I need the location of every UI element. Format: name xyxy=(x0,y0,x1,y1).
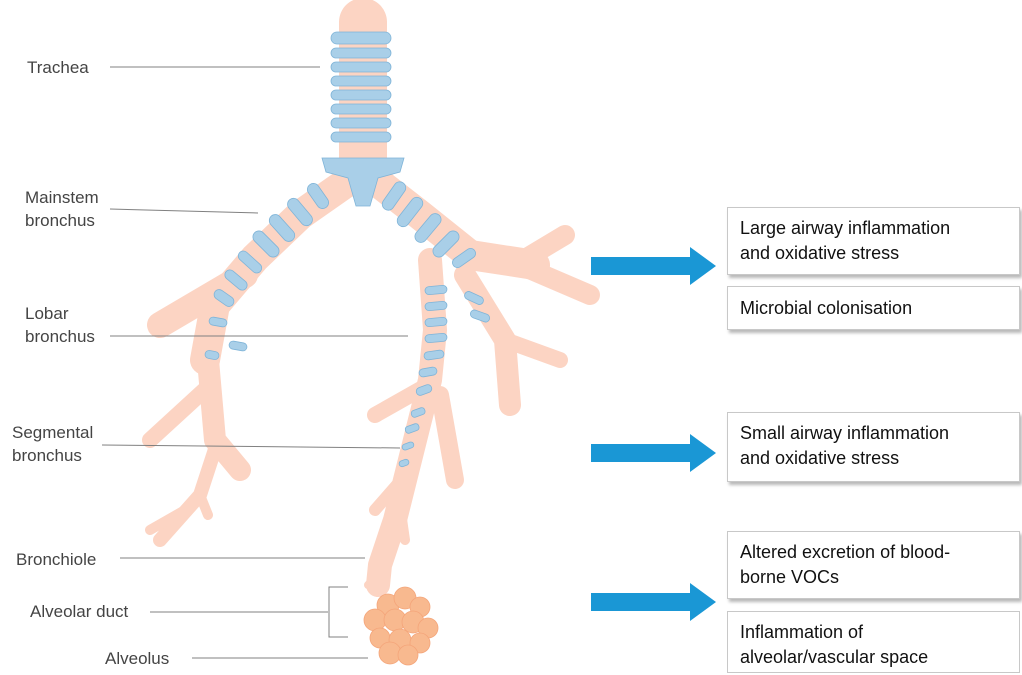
box-microbial-text: Microbial colonisation xyxy=(740,296,1007,321)
lobar-side-2 xyxy=(440,395,455,480)
cartilage-ring xyxy=(331,90,391,100)
label-alveolus: Alveolus xyxy=(105,647,169,670)
box-small-airway-line1: Small airway inflammation xyxy=(740,421,1007,446)
label-bronchiole: Bronchiole xyxy=(16,548,96,571)
right-arrow-icon xyxy=(591,434,716,472)
box-small-airway-inflammation: Small airway inflammation and oxidative … xyxy=(727,412,1020,482)
left-segment-b xyxy=(150,385,210,440)
bronchiole-side xyxy=(400,505,405,540)
left-mainstem xyxy=(205,180,350,360)
label-segmental-line1: Segmental xyxy=(12,421,93,444)
alveoli-cluster xyxy=(364,587,438,665)
box-small-airway-line2: and oxidative stress xyxy=(740,446,1007,471)
label-segmental-bronchus: Segmental bronchus xyxy=(12,421,93,467)
label-lobar-line1: Lobar xyxy=(25,302,95,325)
cartilage-ring xyxy=(228,340,247,351)
alveolus-sac xyxy=(398,645,418,665)
box-inflammation-line1: Inflammation of xyxy=(740,620,1007,645)
airway-tree xyxy=(150,17,590,585)
box-large-airway-inflammation: Large airway inflammation and oxidative … xyxy=(727,207,1020,275)
box-microbial-colonisation: Microbial colonisation xyxy=(727,286,1020,330)
alveolus-sac xyxy=(364,609,386,631)
right-arrow-icon xyxy=(591,583,716,621)
alveolus-sac xyxy=(379,642,401,664)
cartilage-ring xyxy=(331,48,391,58)
cartilage-ring xyxy=(425,317,448,327)
label-alveolar-duct: Alveolar duct xyxy=(30,600,128,623)
bracket-icon xyxy=(329,587,348,637)
label-segmental-line2: bronchus xyxy=(12,444,93,467)
right-arrow-icon xyxy=(591,247,716,285)
cartilage-ring xyxy=(331,32,391,44)
box-inflammation-line2: alveolar/vascular space xyxy=(740,645,1007,670)
label-mainstem-line1: Mainstem xyxy=(25,186,99,209)
cartilage-ring xyxy=(331,104,391,114)
box-altered-excretion: Altered excretion of blood- borne VOCs xyxy=(727,531,1020,599)
box-altered-line1: Altered excretion of blood- xyxy=(740,540,1007,565)
box-altered-line2: borne VOCs xyxy=(740,565,1007,590)
left-segment-d xyxy=(200,495,208,515)
arrows xyxy=(591,247,716,621)
label-mainstem-line2: bronchus xyxy=(25,209,99,232)
cartilage-ring xyxy=(425,285,448,295)
cartilage-ring xyxy=(331,132,391,142)
label-trachea: Trachea xyxy=(27,56,89,79)
cartilage-ring xyxy=(331,62,391,72)
box-large-airway-line1: Large airway inflammation xyxy=(740,216,1007,241)
label-mainstem-bronchus: Mainstem bronchus xyxy=(25,186,99,232)
cartilage-ring xyxy=(331,118,391,128)
cartilage-ring xyxy=(425,301,448,311)
trachea-top xyxy=(339,17,387,27)
right-upper-2 xyxy=(520,265,590,295)
label-lobar-line2: bronchus xyxy=(25,325,95,348)
label-lobar-bronchus: Lobar bronchus xyxy=(25,302,95,348)
box-large-airway-line2: and oxidative stress xyxy=(740,241,1007,266)
cartilage-ring xyxy=(425,333,448,343)
box-alveolar-inflammation: Inflammation of alveolar/vascular space xyxy=(727,611,1020,673)
cartilage-ring xyxy=(331,76,391,86)
leader-mainstem xyxy=(110,209,258,213)
